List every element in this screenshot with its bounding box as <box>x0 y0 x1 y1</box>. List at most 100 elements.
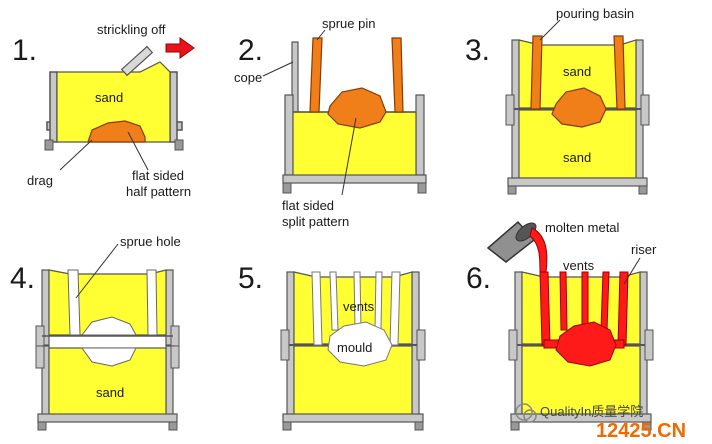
step-number: 2. <box>238 34 263 67</box>
foot-right <box>417 182 427 194</box>
clamp-right <box>640 94 650 126</box>
split-pattern <box>551 87 607 128</box>
vent-1 <box>311 271 323 346</box>
clamp-left-drag <box>35 345 45 369</box>
sprue-pin-left <box>309 37 323 113</box>
leader-riser <box>623 257 641 285</box>
label-sand-top: sand <box>563 64 591 79</box>
watermark-site: 12425.CN <box>596 420 686 442</box>
foot-left <box>510 421 520 431</box>
leader-cope <box>262 61 294 77</box>
frame-flange <box>510 413 652 423</box>
direction-arrow-icon <box>165 37 195 59</box>
sprue-pin-right <box>613 35 626 110</box>
foot-right <box>642 421 652 431</box>
sprue-pin-left <box>530 35 543 110</box>
label-cope: cope <box>234 70 262 85</box>
foot-left <box>282 182 292 194</box>
leader-drag <box>59 139 93 171</box>
wechat-icon <box>515 403 533 421</box>
label-vents: vents <box>563 258 595 273</box>
label-pattern-1: flat sided <box>132 168 184 183</box>
frame-flange <box>282 174 427 184</box>
label-pattern-1: flat sided <box>282 198 334 213</box>
metal-vent-2 <box>581 271 589 331</box>
foot-right <box>414 421 424 431</box>
label-strickling: strickling off <box>97 22 166 37</box>
label-drag: drag <box>27 173 53 188</box>
leader-pouring-basin <box>539 19 561 41</box>
split-pattern <box>327 87 387 129</box>
clamp-left <box>280 329 290 361</box>
step-number: 4. <box>10 262 35 295</box>
metal-stream <box>529 227 548 273</box>
frame-flange <box>37 413 178 423</box>
flask-wall-left <box>284 94 294 176</box>
label-pattern-2: split pattern <box>282 214 349 229</box>
clamp-left <box>505 94 515 126</box>
flask-wall-right <box>415 94 425 176</box>
leader-split-pattern <box>341 117 357 196</box>
label-sand-bottom: sand <box>563 150 591 165</box>
frame-flange <box>507 177 648 187</box>
step-number: 3. <box>465 34 490 67</box>
step-number: 6. <box>466 262 491 295</box>
clamp-right <box>644 329 654 361</box>
label-riser: riser <box>631 242 657 257</box>
foot-right <box>174 139 184 151</box>
label-vents: vents <box>343 299 375 314</box>
panel-step-4: 4. sprue hole sand <box>10 234 181 431</box>
clamp-right <box>416 329 426 361</box>
metal-riser <box>617 271 629 346</box>
clamp-left <box>508 329 518 361</box>
metal-vent-3 <box>600 271 610 331</box>
foot-left <box>507 185 517 195</box>
sprue-hole-left <box>67 269 81 336</box>
leader-sprue-hole <box>75 243 119 299</box>
panel-step-2: 2. sprue pin cope flat sided split patte… <box>234 16 427 229</box>
foot-left <box>282 421 292 431</box>
foot-right <box>638 185 648 195</box>
metal-vent-1 <box>559 271 568 331</box>
metal-casting <box>555 321 617 367</box>
label-sprue-hole: sprue hole <box>120 234 181 249</box>
leader-sprue-pin <box>316 29 326 41</box>
label-mould: mould <box>337 340 372 355</box>
label-sand: sand <box>95 90 123 105</box>
step-number: 1. <box>12 34 37 67</box>
watermark-text: QualityIn质量学院 <box>540 404 643 419</box>
cavity-top <box>80 316 137 336</box>
vent-4 <box>374 271 383 331</box>
foot-left <box>44 139 54 151</box>
label-sand: sand <box>96 385 124 400</box>
sprue-hole-right <box>146 269 158 336</box>
flask-wall-left <box>49 71 58 143</box>
wechat-icon-small <box>523 409 537 423</box>
panel-step-3: 3. pouring basin sand sand <box>465 6 650 195</box>
leader-pattern <box>127 131 149 171</box>
foot-left <box>37 421 47 431</box>
clamp-right-drag <box>170 345 180 369</box>
flask-wall-right <box>169 71 178 143</box>
foot-right <box>168 421 178 431</box>
watermark: QualityIn质量学院 12425.CN <box>515 403 686 442</box>
strickle-bar <box>120 45 154 77</box>
frame-flange <box>282 413 424 423</box>
label-molten-metal: molten metal <box>545 220 620 235</box>
metal-sprue <box>539 271 551 346</box>
panel-step-5: 5. vents mould <box>238 262 426 431</box>
cavity-bottom <box>81 347 137 367</box>
vent-5 <box>389 271 401 346</box>
sand-body <box>56 61 171 143</box>
label-sprue-pin: sprue pin <box>322 16 375 31</box>
ladle-mouth <box>515 222 537 242</box>
vent-2 <box>329 271 339 331</box>
mould-cavity <box>327 321 393 367</box>
panel-step-6: 6. molten metal vents riser <box>466 220 657 431</box>
label-pouring-basin: pouring basin <box>556 6 634 21</box>
sprue-pin-right <box>391 37 404 113</box>
label-pattern-2: half pattern <box>126 184 191 199</box>
panel-step-1: 1. strickling off sand drag flat sided h… <box>12 22 195 199</box>
